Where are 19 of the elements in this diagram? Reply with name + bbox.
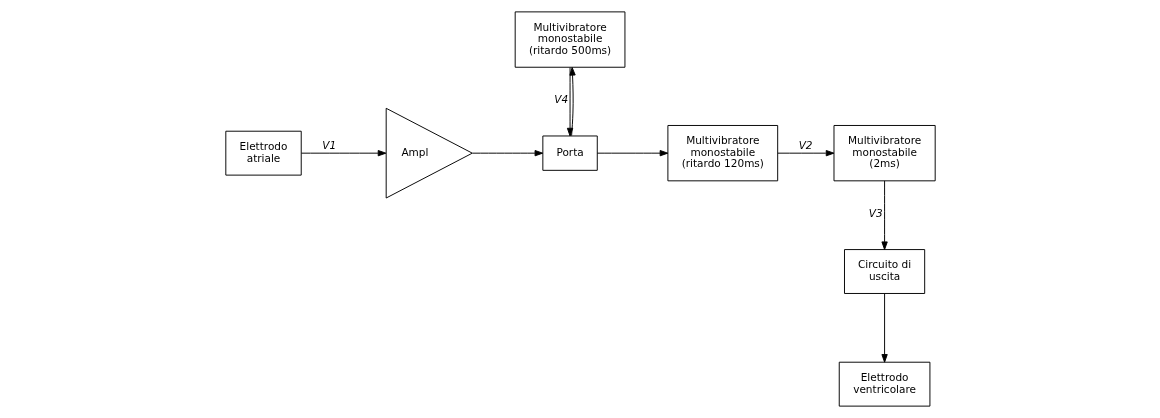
arrow — [300, 150, 386, 157]
arrow — [471, 150, 543, 157]
edge-label: V4 — [553, 93, 568, 106]
arrow — [776, 150, 834, 157]
edge-label: V2 — [798, 139, 813, 152]
node-box: Multivibratore monostabile (ritardo 120ms) — [666, 125, 778, 182]
node-box: Multivibratore monostabile (ritardo 500ms) — [514, 11, 625, 68]
arrow — [880, 180, 888, 250]
arrow — [880, 293, 888, 363]
arrow — [596, 150, 668, 157]
node-box: Multivibratore monostabile (2ms) — [833, 125, 936, 182]
arrow — [566, 67, 573, 137]
node-box: Circuito di uscita — [843, 249, 925, 294]
edge-label: V3 — [868, 206, 883, 219]
edge-label: V1 — [321, 139, 336, 152]
node-box: Elettrodo ventricolare — [838, 361, 930, 407]
node-box: Elettrodo atriale — [224, 130, 302, 176]
node-box: Porta — [541, 135, 598, 171]
arrow — [568, 67, 576, 137]
